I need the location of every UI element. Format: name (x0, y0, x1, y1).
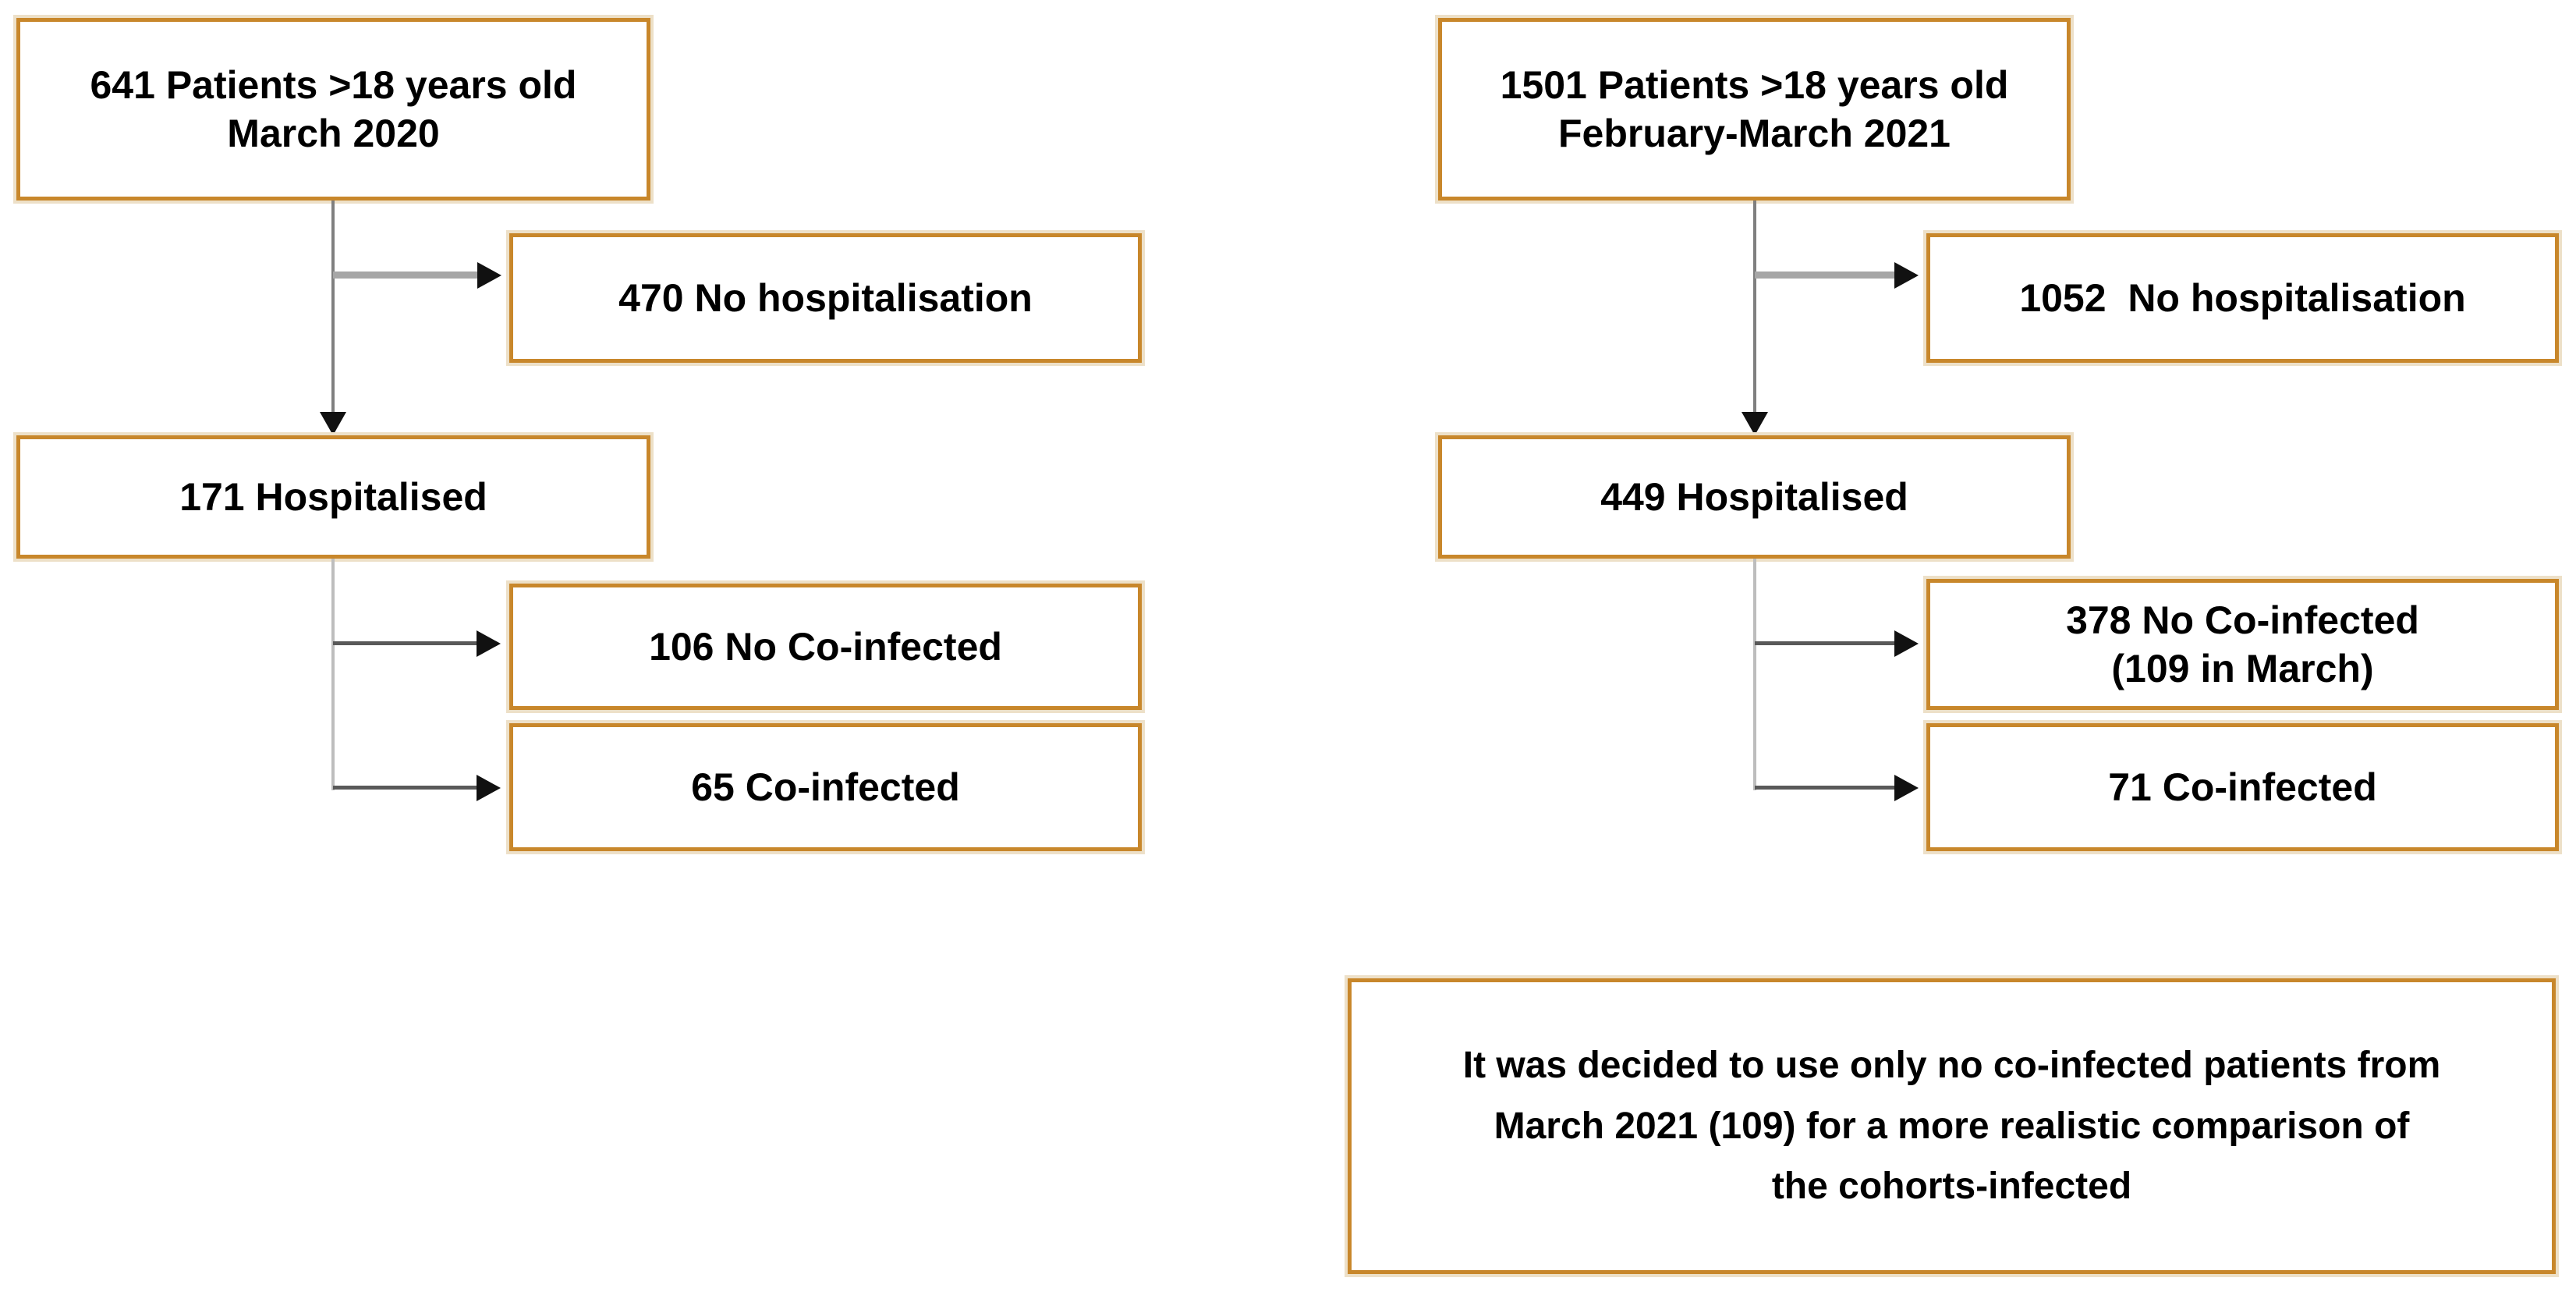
connector-2020-no-coinfected-branch (333, 641, 477, 645)
cohort-2021-no-coinfected-line2: (109 in March) (2111, 647, 2374, 690)
cohort-2020-coinfected-box: 65 Co-infected (509, 723, 1142, 851)
arrow-right-icon (1894, 630, 1919, 657)
decision-note-line3: the cohorts-infected (1771, 1166, 2132, 1208)
connector-2021-no-hosp-branch (1755, 272, 1895, 279)
cohort-2021-patients-line2: February-March 2021 (1557, 112, 1951, 155)
cohort-2020-coinfected-label: 65 Co-infected (691, 765, 960, 809)
connector-2020-stem1 (331, 201, 335, 413)
cohort-2020-no-hospitalisation-label: 470 No hospitalisation (618, 276, 1033, 320)
cohort-2020-patients-line2: March 2020 (227, 112, 440, 155)
cohort-2021-coinfected-label: 71 Co-infected (2108, 765, 2377, 809)
cohort-2021-coinfected-box: 71 Co-infected (1926, 723, 2559, 851)
cohort-2020-patients-line1: 641 Patients >18 years old (90, 63, 577, 107)
arrow-right-icon (1894, 775, 1919, 801)
arrow-down-icon (320, 412, 346, 435)
cohort-2021-hospitalised-label: 449 Hospitalised (1600, 475, 1908, 519)
connector-2020-coinfected-branch (333, 786, 477, 790)
arrow-right-icon (1894, 262, 1919, 289)
connector-2020-stem2 (331, 559, 335, 790)
decision-note-box: It was decided to use only no co-infecte… (1348, 978, 2556, 1274)
cohort-2021-no-coinfected-line1: 378 No Co-infected (2066, 598, 2419, 642)
arrow-down-icon (1742, 412, 1768, 435)
cohort-2020-no-hospitalisation-box: 470 No hospitalisation (509, 233, 1142, 363)
connector-2021-stem2 (1753, 559, 1756, 790)
cohort-2020-no-coinfected-box: 106 No Co-infected (509, 584, 1142, 710)
arrow-right-icon (477, 775, 501, 801)
cohort-2020-hospitalised-box: 171 Hospitalised (16, 435, 650, 559)
arrow-right-icon (477, 630, 501, 657)
cohort-2020-hospitalised-label: 171 Hospitalised (179, 475, 487, 519)
connector-2021-coinfected-branch (1755, 786, 1895, 790)
connector-2021-stem1 (1753, 201, 1756, 413)
cohort-2020-no-coinfected-label: 106 No Co-infected (649, 625, 1002, 669)
cohort-2021-no-hospitalisation-label: 1052 No hospitalisation (2019, 276, 2466, 320)
arrow-right-icon (477, 262, 501, 289)
connector-2021-no-coinfected-branch (1755, 641, 1895, 645)
connector-2020-no-hosp-branch (333, 272, 478, 279)
decision-note-line1: It was decided to use only no co-infecte… (1462, 1044, 2441, 1086)
cohort-2021-no-coinfected-box: 378 No Co-infected (109 in March) (1926, 579, 2559, 710)
cohort-2021-patients-box: 1501 Patients >18 years old February-Mar… (1438, 18, 2071, 201)
cohort-2021-patients-line1: 1501 Patients >18 years old (1500, 63, 2009, 107)
decision-note-line2: March 2021 (109) for a more realistic co… (1494, 1105, 2410, 1147)
cohort-2020-patients-box: 641 Patients >18 years old March 2020 (16, 18, 650, 201)
cohort-2021-no-hospitalisation-box: 1052 No hospitalisation (1926, 233, 2559, 363)
cohort-2021-hospitalised-box: 449 Hospitalised (1438, 435, 2071, 559)
